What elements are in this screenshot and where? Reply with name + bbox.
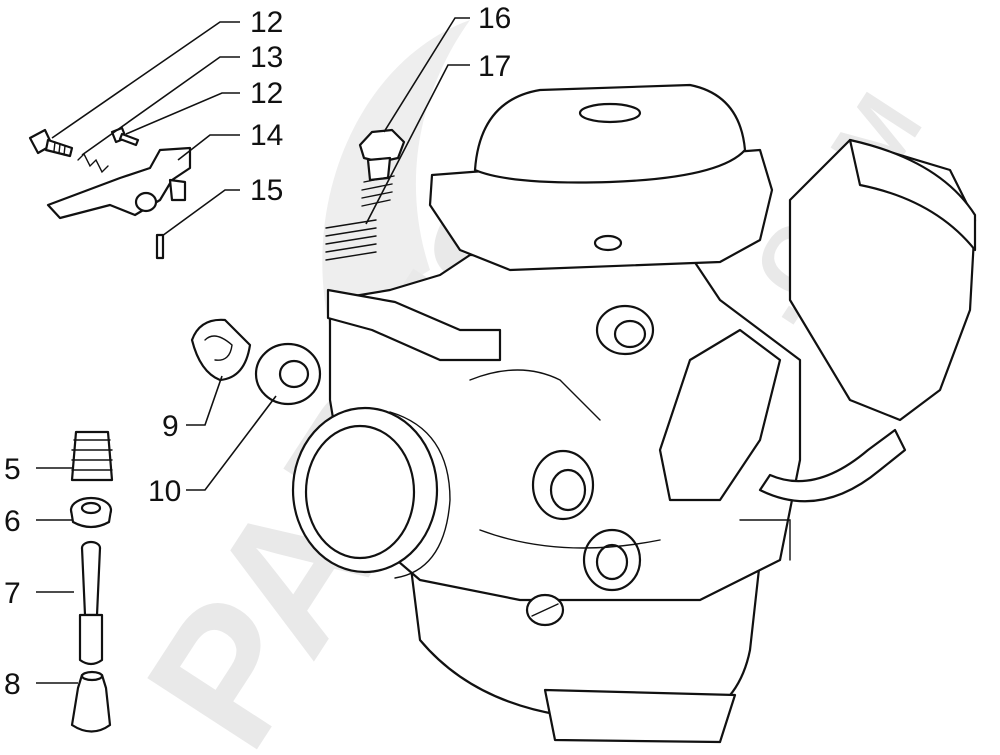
lever-part-14 [46,146,192,220]
callout-14: 14 [250,119,283,152]
flange-screw [593,234,623,252]
callout-13: 13 [250,41,283,74]
spring-part-13 [77,152,109,174]
choke-cylinder [848,138,977,252]
throttle-linkage [658,328,782,502]
callout-12-second: 12 [250,77,283,110]
pin-part-15 [155,233,165,260]
leader-9 [186,375,223,426]
callout-labels: 12 13 12 14 15 16 17 9 10 5 6 7 8 [4,2,511,701]
callout-12-top: 12 [250,6,283,39]
callout-6: 6 [4,505,21,538]
needle-part-7 [78,540,104,666]
mounting-plate [326,288,502,362]
diaphragm-cap [473,83,747,184]
cap-part-8 [70,670,112,733]
spring-part-5 [70,430,114,482]
leader-15 [161,189,240,237]
seal-part-10 [254,342,322,406]
spring-part-17 [325,219,377,261]
leader-12b [125,92,240,135]
leader-14 [177,134,240,161]
body-detail-1 [469,369,601,421]
callout-17: 17 [478,50,511,83]
callout-8: 8 [4,668,21,701]
cap-hole [578,102,642,124]
clip-part-9 [190,318,252,382]
leader-lines [36,17,470,684]
carburetor-body [291,83,977,744]
watermark-swoosh [322,20,470,330]
callout-15: 15 [250,174,283,207]
callout-16: 16 [478,2,511,35]
screw-part-12a [28,128,74,158]
plug-part-16 [358,128,406,207]
port-middle-inner [549,468,587,512]
callout-10: 10 [148,475,181,508]
bowl-base [543,688,737,744]
fuel-hose [758,428,907,503]
leader-13 [81,56,240,156]
port-lower-inner [595,543,629,581]
callout-7: 7 [4,577,21,610]
port-upper-inner [613,319,647,349]
callout-5: 5 [4,453,21,486]
leader-10 [186,395,277,491]
body-detail-2 [479,529,661,549]
drain-screw-slot [531,603,559,617]
body-detail-3 [739,519,791,561]
callout-9: 9 [162,410,179,443]
leader-12a [51,21,240,139]
leader-16 [383,17,470,133]
intake-ring [389,411,451,579]
intake-inner [304,424,416,560]
leader-17 [365,64,470,225]
washer-part-6 [69,496,113,529]
